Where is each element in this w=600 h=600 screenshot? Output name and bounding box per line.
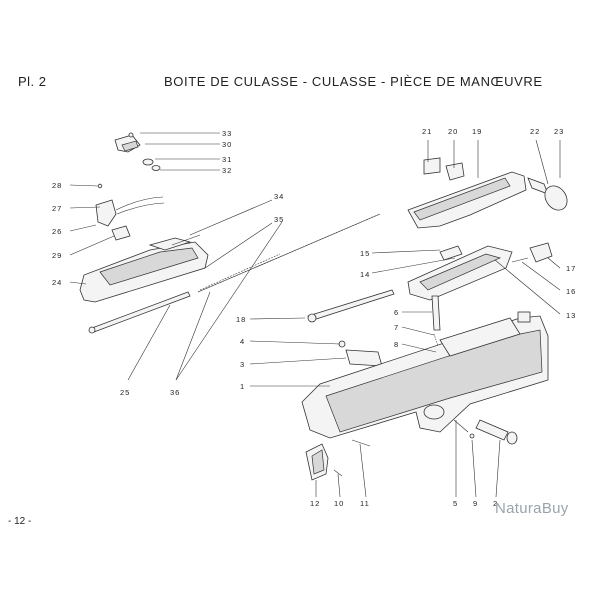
callout-19: 19 [472,127,482,136]
callout-12: 12 [310,499,320,508]
plate-label: Pl. 2 [18,74,47,89]
callout-25: 25 [120,388,130,397]
callout-15: 15 [360,249,370,258]
part-2-5-9-pins [453,419,518,445]
callout-24: 24 [52,278,62,287]
part-30-33-catch [114,132,161,171]
callout-6: 6 [394,308,399,317]
callout-18: 18 [236,315,246,324]
callout-35: 35 [274,215,284,224]
part-3-4-latch [338,340,383,367]
callout-8: 8 [394,340,399,349]
callout-2: 2 [493,499,498,508]
callout-20: 20 [448,127,458,136]
callout-33: 33 [222,129,232,138]
callout-16: 16 [566,287,576,296]
callout-21: 21 [422,127,432,136]
part-10-12-trigger [305,439,371,481]
callout-9: 9 [473,499,478,508]
callout-29: 29 [52,251,62,260]
callout-14: 14 [360,270,370,279]
part-34-36-springs [171,213,381,293]
callout-11: 11 [360,499,370,508]
callout-23: 23 [554,127,564,136]
part-16-17-pin [511,242,553,263]
callout-28: 28 [52,181,62,190]
callout-10: 10 [334,499,344,508]
part-1-receiver [301,311,549,439]
part-6-8-pins [431,295,441,353]
part-13-15-bolt [407,245,513,301]
part-25-rod [88,291,191,334]
callout-26: 26 [52,227,62,236]
part-18-striker [307,289,395,323]
callout-36: 36 [170,388,180,397]
callout-34: 34 [274,192,284,201]
callout-22: 22 [530,127,540,136]
callout-32: 32 [222,166,232,175]
callout-13: 13 [566,311,576,320]
callout-7: 7 [394,323,399,332]
watermark-logo: NaturaBuy [495,500,569,517]
part-26-29-ejector [95,183,165,241]
page-title: BOITE DE CULASSE - CULASSE - PIÈCE DE MA… [164,74,543,89]
callout-31: 31 [222,155,232,164]
callout-5: 5 [453,499,458,508]
page-number: - 12 - [8,516,32,527]
part-19-23-charging-handle [407,157,568,229]
callout-1: 1 [240,382,245,391]
callout-3: 3 [240,360,245,369]
leader-lines [69,132,561,498]
part-24-bolt-carrier [79,237,209,303]
callout-30: 30 [222,140,232,149]
callout-27: 27 [52,204,62,213]
callout-17: 17 [566,264,576,273]
callout-4: 4 [240,337,245,346]
